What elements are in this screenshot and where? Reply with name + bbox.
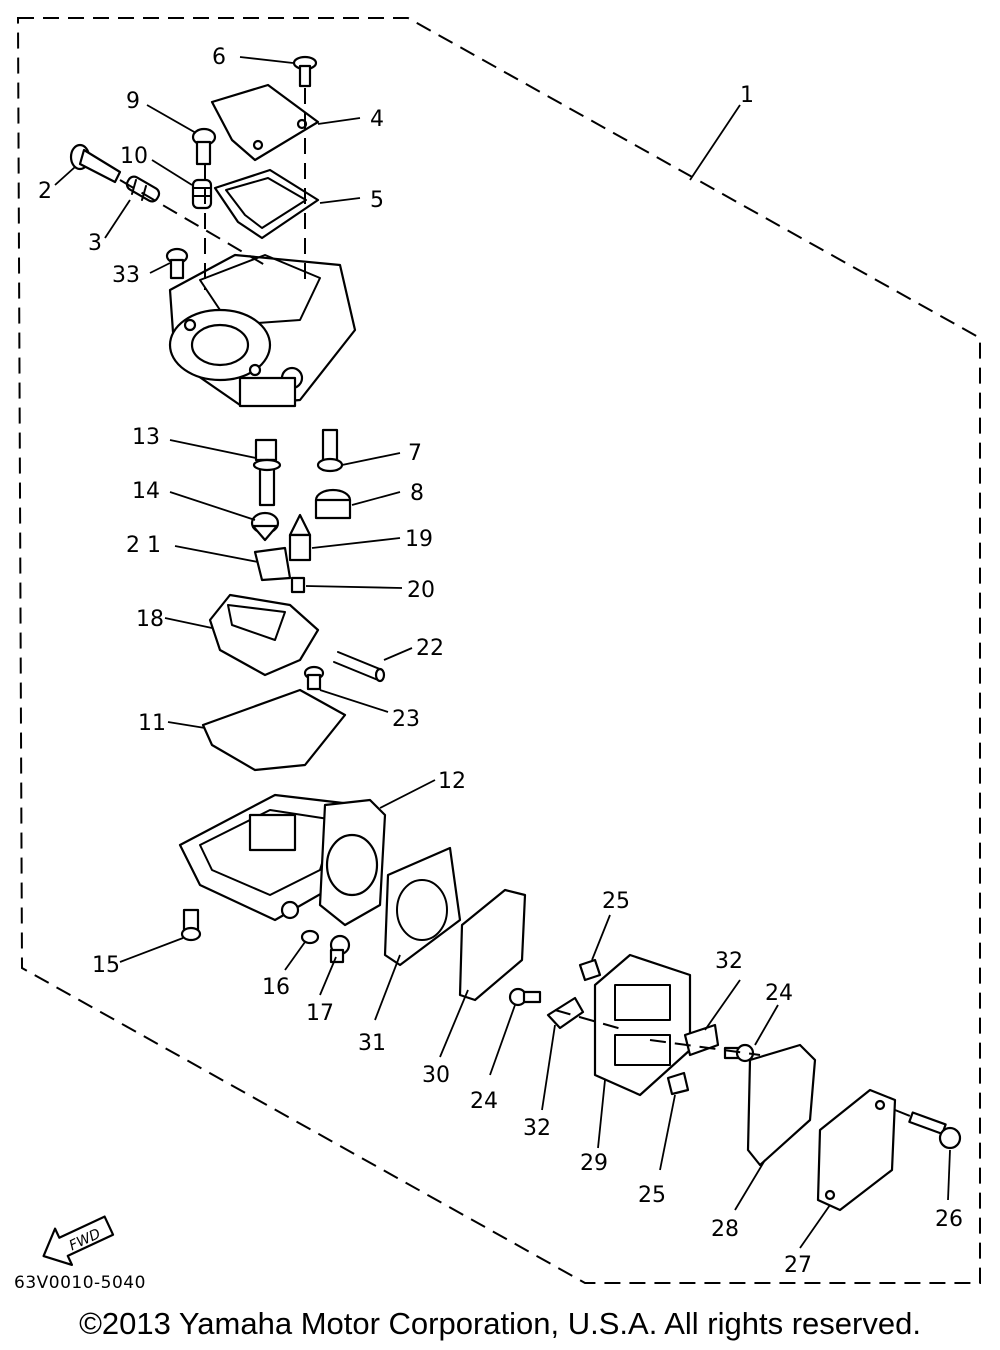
callout-20: 20 <box>407 578 435 603</box>
part-13-main-nozzle <box>252 438 282 507</box>
callout-6: 6 <box>212 45 226 70</box>
part-25-nut-top <box>578 958 602 982</box>
callout-19: 19 <box>405 527 433 552</box>
callout-4: 4 <box>370 107 384 132</box>
callout-25b: 25 <box>638 1183 666 1208</box>
part-21-clip <box>253 546 292 582</box>
callout-16: 16 <box>262 975 290 1000</box>
callout-13: 13 <box>132 425 160 450</box>
callout-14: 14 <box>132 479 160 504</box>
part-27-cover <box>816 1088 897 1212</box>
part-16-washer <box>300 929 320 945</box>
callout-12: 12 <box>438 769 466 794</box>
callout-11: 11 <box>138 711 166 736</box>
part-10-spring <box>191 178 213 210</box>
part-11-gasket <box>201 688 347 772</box>
callout-9: 9 <box>126 89 140 114</box>
part-15-drain-screw <box>180 908 202 942</box>
callout-33: 33 <box>112 263 140 288</box>
part-22-float-pin <box>333 651 386 683</box>
callout-21: 2 1 <box>126 533 161 558</box>
part-18-float <box>208 593 320 677</box>
callout-3: 3 <box>88 231 102 256</box>
part-14-main-jet <box>250 511 280 542</box>
callout-7: 7 <box>408 441 422 466</box>
callout-8: 8 <box>410 481 424 506</box>
callout-29: 29 <box>580 1151 608 1176</box>
part-5-gasket <box>213 168 320 240</box>
callout-17: 17 <box>306 1001 334 1026</box>
callout-1: 1 <box>740 83 754 108</box>
callout-27: 27 <box>784 1253 812 1278</box>
part-9-screw <box>191 127 217 166</box>
callout-24a: 24 <box>470 1089 498 1114</box>
part-23-screw <box>303 665 325 691</box>
part-25-nut-bottom <box>666 1071 690 1096</box>
part-30-diaphragm <box>458 888 527 1002</box>
callout-32a: 32 <box>523 1116 551 1141</box>
callout-31: 31 <box>358 1031 386 1056</box>
callout-5: 5 <box>370 188 384 213</box>
callout-24b: 24 <box>765 981 793 1006</box>
part-24-screw-left <box>508 987 542 1007</box>
callout-28: 28 <box>711 1217 739 1242</box>
part-19-needle-valve <box>288 513 312 562</box>
part-12-float-bowl <box>178 793 387 927</box>
part-8-cap <box>314 488 352 520</box>
part-31-gasket <box>383 846 462 967</box>
carburetor-body <box>168 253 357 408</box>
part-2-pilot-screw <box>69 143 122 184</box>
part-24-screw-right <box>723 1043 755 1063</box>
part-4-cover <box>210 83 320 162</box>
callout-22: 22 <box>416 636 444 661</box>
copyright-notice: ©2013 Yamaha Motor Corporation, U.S.A. A… <box>79 1306 921 1341</box>
part-33-screw <box>165 247 189 280</box>
callout-23: 23 <box>392 707 420 732</box>
part-17-screw <box>329 934 351 964</box>
part-6-screw <box>292 55 318 88</box>
callout-18: 18 <box>136 607 164 632</box>
callout-32b: 32 <box>715 949 743 974</box>
part-28-diaphragm <box>746 1043 817 1167</box>
leader-lines <box>54 56 951 1249</box>
part-26-screw <box>908 1111 962 1150</box>
part-7-plug <box>316 428 344 473</box>
assembly-boundary <box>16 17 981 1284</box>
part-20-screw <box>290 576 306 594</box>
callout-15: 15 <box>92 953 120 978</box>
fwd-arrow-icon: FWD <box>42 1215 115 1266</box>
part-3-spring <box>125 175 161 203</box>
callout-25a: 25 <box>602 889 630 914</box>
callout-26: 26 <box>935 1207 963 1232</box>
callout-30: 30 <box>422 1063 450 1088</box>
callout-10: 10 <box>120 144 148 169</box>
callout-2: 2 <box>38 179 52 204</box>
drawing-code: 63V0010-5040 <box>14 1273 146 1293</box>
